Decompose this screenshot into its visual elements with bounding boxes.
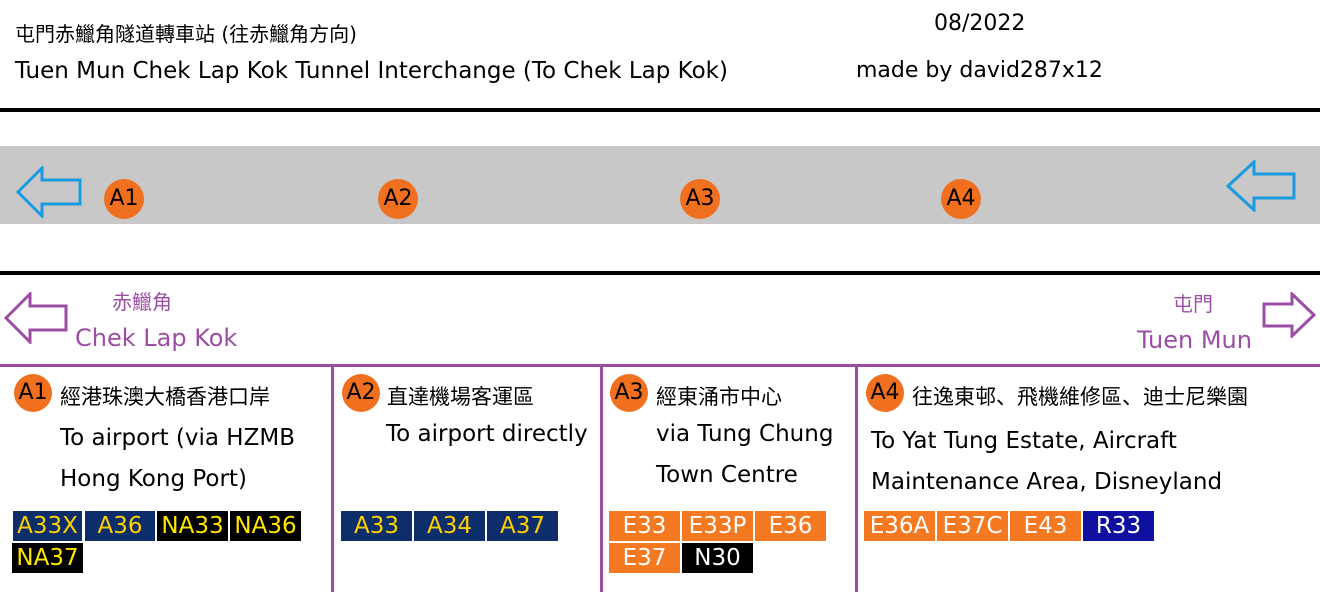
- route-badge: E37: [609, 543, 680, 573]
- direction-arrow-right-icon: [1262, 292, 1316, 338]
- bay-a2-badge: A2: [342, 374, 380, 412]
- bay-a1-badge: A1: [14, 374, 52, 412]
- bay-a3-badge: A3: [610, 374, 648, 412]
- route-badge: NA37: [12, 543, 83, 573]
- route-badge: A33X: [13, 511, 82, 541]
- road-bay-a2: A2: [378, 179, 418, 219]
- bay-a1-desc-line2: Hong Kong Port): [60, 466, 247, 492]
- bay-a2-name-chinese: 直達機場客運區: [387, 385, 534, 409]
- bay-a3-desc-line1: via Tung Chung: [656, 421, 834, 447]
- direction-arrow-left-icon: [4, 292, 68, 344]
- route-badge: E33: [609, 511, 680, 541]
- road-band: [0, 146, 1320, 224]
- bay-a4-desc-line1: To Yat Tung Estate, Aircraft: [871, 428, 1177, 454]
- bay-a3-name-chinese: 經東涌市中心: [656, 385, 782, 409]
- bay-section-divider: [0, 364, 1320, 367]
- route-badge: A36: [85, 511, 155, 541]
- route-badge: N30: [682, 543, 753, 573]
- bay-separator-2: [600, 366, 603, 592]
- direction-left-english: Chek Lap Kok: [75, 324, 238, 352]
- bay-a2-desc-line1: To airport directly: [386, 421, 588, 447]
- top-divider: [0, 108, 1320, 112]
- middle-divider: [0, 271, 1320, 275]
- bay-a4-badge: A4: [866, 374, 904, 412]
- route-badge: E36: [755, 511, 826, 541]
- road-bay-a3: A3: [680, 179, 720, 219]
- route-badge: E43: [1010, 511, 1081, 541]
- bay-a4-name-chinese: 往逸東邨、飛機維修區、迪士尼樂園: [912, 385, 1248, 409]
- traffic-arrow-right-end-icon: [1226, 160, 1296, 212]
- traffic-arrow-left-icon: [16, 166, 82, 218]
- bay-a1-desc-line1: To airport (via HZMB: [60, 425, 295, 451]
- route-badge: A34: [414, 511, 485, 541]
- route-badge: NA36: [230, 511, 301, 541]
- date-label: 08/2022: [934, 11, 1026, 36]
- bay-a3-desc-line2: Town Centre: [656, 462, 798, 488]
- bay-separator-1: [331, 366, 334, 592]
- direction-left-chinese: 赤鱲角: [112, 290, 172, 314]
- direction-right-english: Tuen Mun: [1137, 326, 1252, 354]
- route-badge: E36A: [864, 511, 935, 541]
- author-credit: made by david287x12: [856, 58, 1103, 83]
- road-bay-a4: A4: [941, 179, 981, 219]
- direction-right-chinese: 屯門: [1173, 292, 1213, 316]
- page-title-english: Tuen Mun Chek Lap Kok Tunnel Interchange…: [15, 58, 728, 84]
- route-badge: A37: [487, 511, 558, 541]
- route-badge: A33: [341, 511, 412, 541]
- bay-a4-desc-line2: Maintenance Area, Disneyland: [871, 469, 1223, 495]
- bay-a1-name-chinese: 經港珠澳大橋香港口岸: [60, 385, 270, 409]
- page-title-chinese: 屯門赤鱲角隧道轉車站 (往赤鱲角方向): [15, 22, 357, 46]
- route-badge: E33P: [682, 511, 753, 541]
- road-bay-a1: A1: [104, 179, 144, 219]
- route-badge: NA33: [157, 511, 228, 541]
- bay-separator-3: [855, 366, 858, 592]
- route-badge: R33: [1083, 511, 1154, 541]
- route-badge: E37C: [937, 511, 1008, 541]
